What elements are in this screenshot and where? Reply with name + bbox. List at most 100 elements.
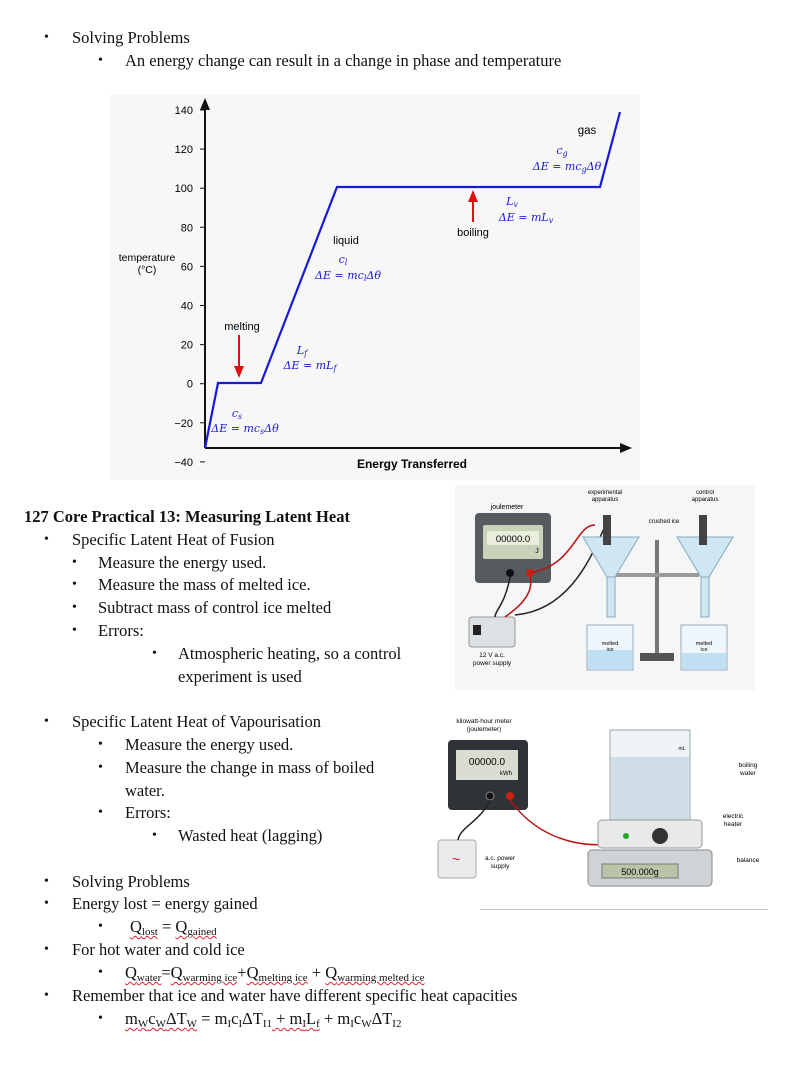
vap-error: Wasted heat (lagging): [178, 826, 323, 845]
bullet: •: [44, 532, 49, 547]
fusion-item-3: Subtract mass of control ice melted: [98, 598, 332, 617]
gas-label: gas: [578, 125, 597, 137]
melted-label-ctrl-line1: melted: [696, 641, 713, 647]
y-axis-arrow: [200, 98, 210, 110]
vaporisation-apparatus-illustration: kilowatt-hour meter (joulemeter) 00000.0…: [430, 712, 775, 910]
section-heading-solving-problems: Solving Problems: [72, 28, 190, 47]
balance-display: [601, 863, 679, 879]
solid-equation: ΔE = mcsΔθ: [210, 422, 279, 436]
fusion-apparatus-illustration: 00000.0 J joulemeter 12 V a.c. power sup…: [455, 485, 755, 690]
experimental-label-line1: experimental: [588, 490, 622, 496]
bullet: •: [72, 600, 77, 615]
wire: [457, 799, 491, 841]
beaker-water: [682, 653, 726, 669]
bullet: •: [44, 30, 49, 45]
energy-change-statement: An energy change can result in a change …: [125, 51, 562, 70]
energy-conservation: Energy lost = energy gained: [72, 894, 258, 913]
gas-equation: ΔE = mcgΔθ: [532, 160, 602, 174]
clamp-bar: [615, 573, 699, 577]
bullet: •: [72, 577, 77, 592]
control-label-line2: apparatus: [692, 497, 719, 503]
terminal-black: [506, 569, 514, 577]
x-axis-arrow: [620, 443, 632, 453]
fusion-error-line1: Atmospheric heating, so a control: [178, 644, 402, 663]
heat-balance-formula: mWcWΔTW = mIcIΔTI1 + mILf + mIcWΔTI2: [125, 1009, 402, 1030]
y-tick-label: 60: [181, 261, 193, 273]
boiling-label: boiling: [457, 227, 489, 239]
specific-heat-reminder: Remember that ice and water have differe…: [72, 986, 518, 1005]
vap-item-2-line2: water.: [125, 781, 165, 800]
vap-item-3: Errors:: [125, 803, 171, 822]
bullet: •: [44, 874, 49, 889]
lv-label: Lv: [505, 195, 518, 209]
fusion-item-1: Measure the energy used.: [98, 553, 267, 572]
ac-supply-label-line1: a.c. power: [485, 855, 516, 862]
joulemeter-reading: 00000.0: [496, 534, 530, 545]
boiling-water-label-line2: water: [739, 770, 757, 777]
heater-experimental: [603, 515, 611, 545]
q-water-equation: Qwater=Qwarming ice+Qmelting ice + Qwarm…: [125, 963, 425, 984]
wire: [514, 526, 606, 616]
heater-control: [699, 515, 707, 545]
bullet: •: [98, 737, 103, 752]
x-axis-label: Energy Transferred: [357, 457, 467, 471]
bullet: •: [98, 53, 103, 68]
psu-label-line1: 12 V a.c.: [479, 652, 505, 659]
bullet: •: [72, 555, 77, 570]
funnel-stem: [606, 576, 616, 618]
wire: [494, 576, 511, 618]
boiling-equation: ΔE = mLv: [498, 211, 554, 225]
q-lost-equals-q-gained: Qlost = Qgained: [130, 917, 217, 938]
kwh-meter-label-line1: kilowatt-hour meter: [456, 718, 512, 725]
funnel-stem: [700, 576, 710, 618]
boiling-arrowhead: [468, 190, 478, 202]
section-heading-solving-problems-2: Solving Problems: [72, 872, 190, 891]
kwh-meter-screen: [456, 750, 518, 780]
fusion-heading: Specific Latent Heat of Fusion: [72, 530, 275, 549]
heater-light: [623, 833, 629, 839]
ac-supply-box: [437, 839, 477, 879]
crushed-ice-label: crushed ice: [649, 519, 680, 525]
wire: [529, 524, 596, 574]
beaker-water: [588, 650, 632, 669]
y-tick-label: 80: [181, 222, 193, 234]
bullet: •: [98, 1011, 103, 1026]
melted-label-exp-line1: melted: [602, 641, 619, 647]
melted-label-exp-line2: ice: [606, 647, 613, 653]
electric-heater-label-line2: heater: [724, 821, 743, 828]
psu-body: [468, 616, 516, 648]
y-tick-label: 140: [175, 105, 193, 117]
melted-label-ctrl-line2: ice: [700, 647, 707, 653]
y-tick-label: −20: [174, 418, 193, 430]
joulemeter-unit: J: [535, 548, 539, 555]
melting-equation: ΔE = mLf: [283, 359, 339, 373]
core-practical-title: 127 Core Practical 13: Measuring Latent …: [24, 507, 350, 526]
kwh-meter-unit: kWh: [500, 771, 512, 777]
y-tick-label: 40: [181, 301, 193, 313]
bullet: •: [98, 965, 103, 980]
heater-knob: [652, 828, 668, 844]
retort-stand-base: [640, 653, 674, 661]
balance-reading: 500.000g: [621, 867, 659, 877]
hot-water-cold-ice: For hot water and cold ice: [72, 940, 245, 959]
y-axis-label-line1: temperature: [119, 252, 176, 264]
liquid-equation: ΔE = mclΔθ: [314, 269, 381, 283]
retort-stand-rod: [655, 540, 659, 655]
bullet: •: [44, 942, 49, 957]
melting-label: melting: [224, 321, 259, 333]
fusion-item-2: Measure the mass of melted ice.: [98, 575, 311, 594]
heating-curve-line: [203, 111, 622, 449]
joulemeter-label: joulemeter: [490, 504, 524, 511]
balance-label: balance: [737, 857, 760, 864]
electric-heater-label-line1: electric: [723, 813, 744, 820]
bullet: •: [72, 623, 77, 638]
fusion-item-4: Errors:: [98, 621, 144, 640]
melting-arrowhead: [234, 366, 244, 378]
boiling-water: [611, 757, 689, 821]
y-tick-label: 100: [175, 183, 193, 195]
kwh-meter-label-line2: (joulemeter): [467, 726, 502, 733]
fusion-error-line2: experiment is used: [178, 667, 302, 686]
solid-c-label: cs: [232, 407, 242, 421]
liquid-c-label: cl: [339, 253, 348, 267]
